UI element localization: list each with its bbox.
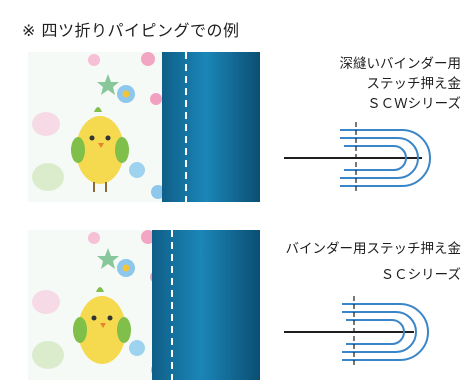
- title: ※ 四ツ折りパイピングでの例: [22, 21, 240, 40]
- fold-layers: [340, 129, 431, 187]
- caption-line: ＳＣＷシリーズ: [367, 96, 461, 112]
- caption-line: ＳＣシリーズ: [380, 267, 461, 283]
- chick-illustration: [73, 287, 131, 364]
- caption-line: ステッチ押え金: [366, 76, 462, 92]
- fold-layers: [342, 303, 429, 361]
- fold-diagram-scw: [284, 122, 431, 194]
- fabric-photo-scw: [28, 52, 260, 202]
- caption-scw: 深縫いバインダー用 ステッチ押え金 ＳＣＷシリーズ: [340, 54, 462, 114]
- pattern-motifs: [32, 52, 165, 199]
- fabric-photo-sc: [28, 230, 260, 380]
- piping-band: [152, 230, 260, 380]
- chick-illustration: [71, 107, 129, 192]
- caption-sc: バインダー用ステッチ押え金 ＳＣシリーズ: [286, 239, 462, 285]
- caption-line: バインダー用ステッチ押え金: [285, 241, 462, 257]
- piping-band: [162, 52, 260, 202]
- caption-line: 深縫いバインダー用: [339, 56, 462, 72]
- fold-diagram-sc: [284, 296, 429, 368]
